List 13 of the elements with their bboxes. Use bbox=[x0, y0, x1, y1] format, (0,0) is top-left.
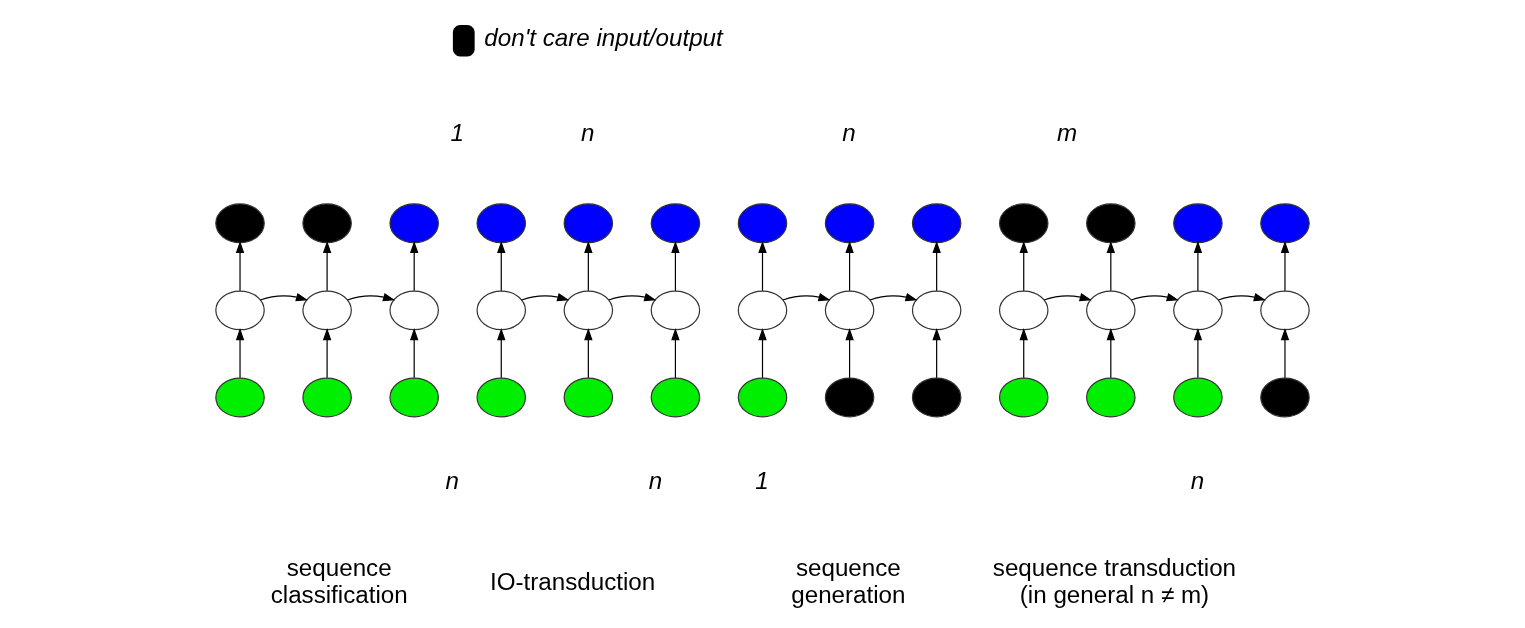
legend-label: don't care input/output bbox=[484, 23, 723, 51]
label: m bbox=[1057, 119, 1078, 147]
label: 1 bbox=[450, 119, 464, 147]
label: IO-transduction bbox=[489, 567, 656, 595]
label: n bbox=[648, 467, 663, 495]
label: sequence classification bbox=[270, 554, 408, 609]
label: sequence transduction (in general n ≠ m) bbox=[992, 554, 1237, 609]
label: 1 bbox=[755, 467, 769, 495]
label: n bbox=[581, 119, 595, 147]
label: sequence generation bbox=[791, 554, 906, 609]
label: n bbox=[1190, 467, 1205, 495]
label: n bbox=[445, 467, 460, 495]
label: n bbox=[842, 119, 856, 147]
